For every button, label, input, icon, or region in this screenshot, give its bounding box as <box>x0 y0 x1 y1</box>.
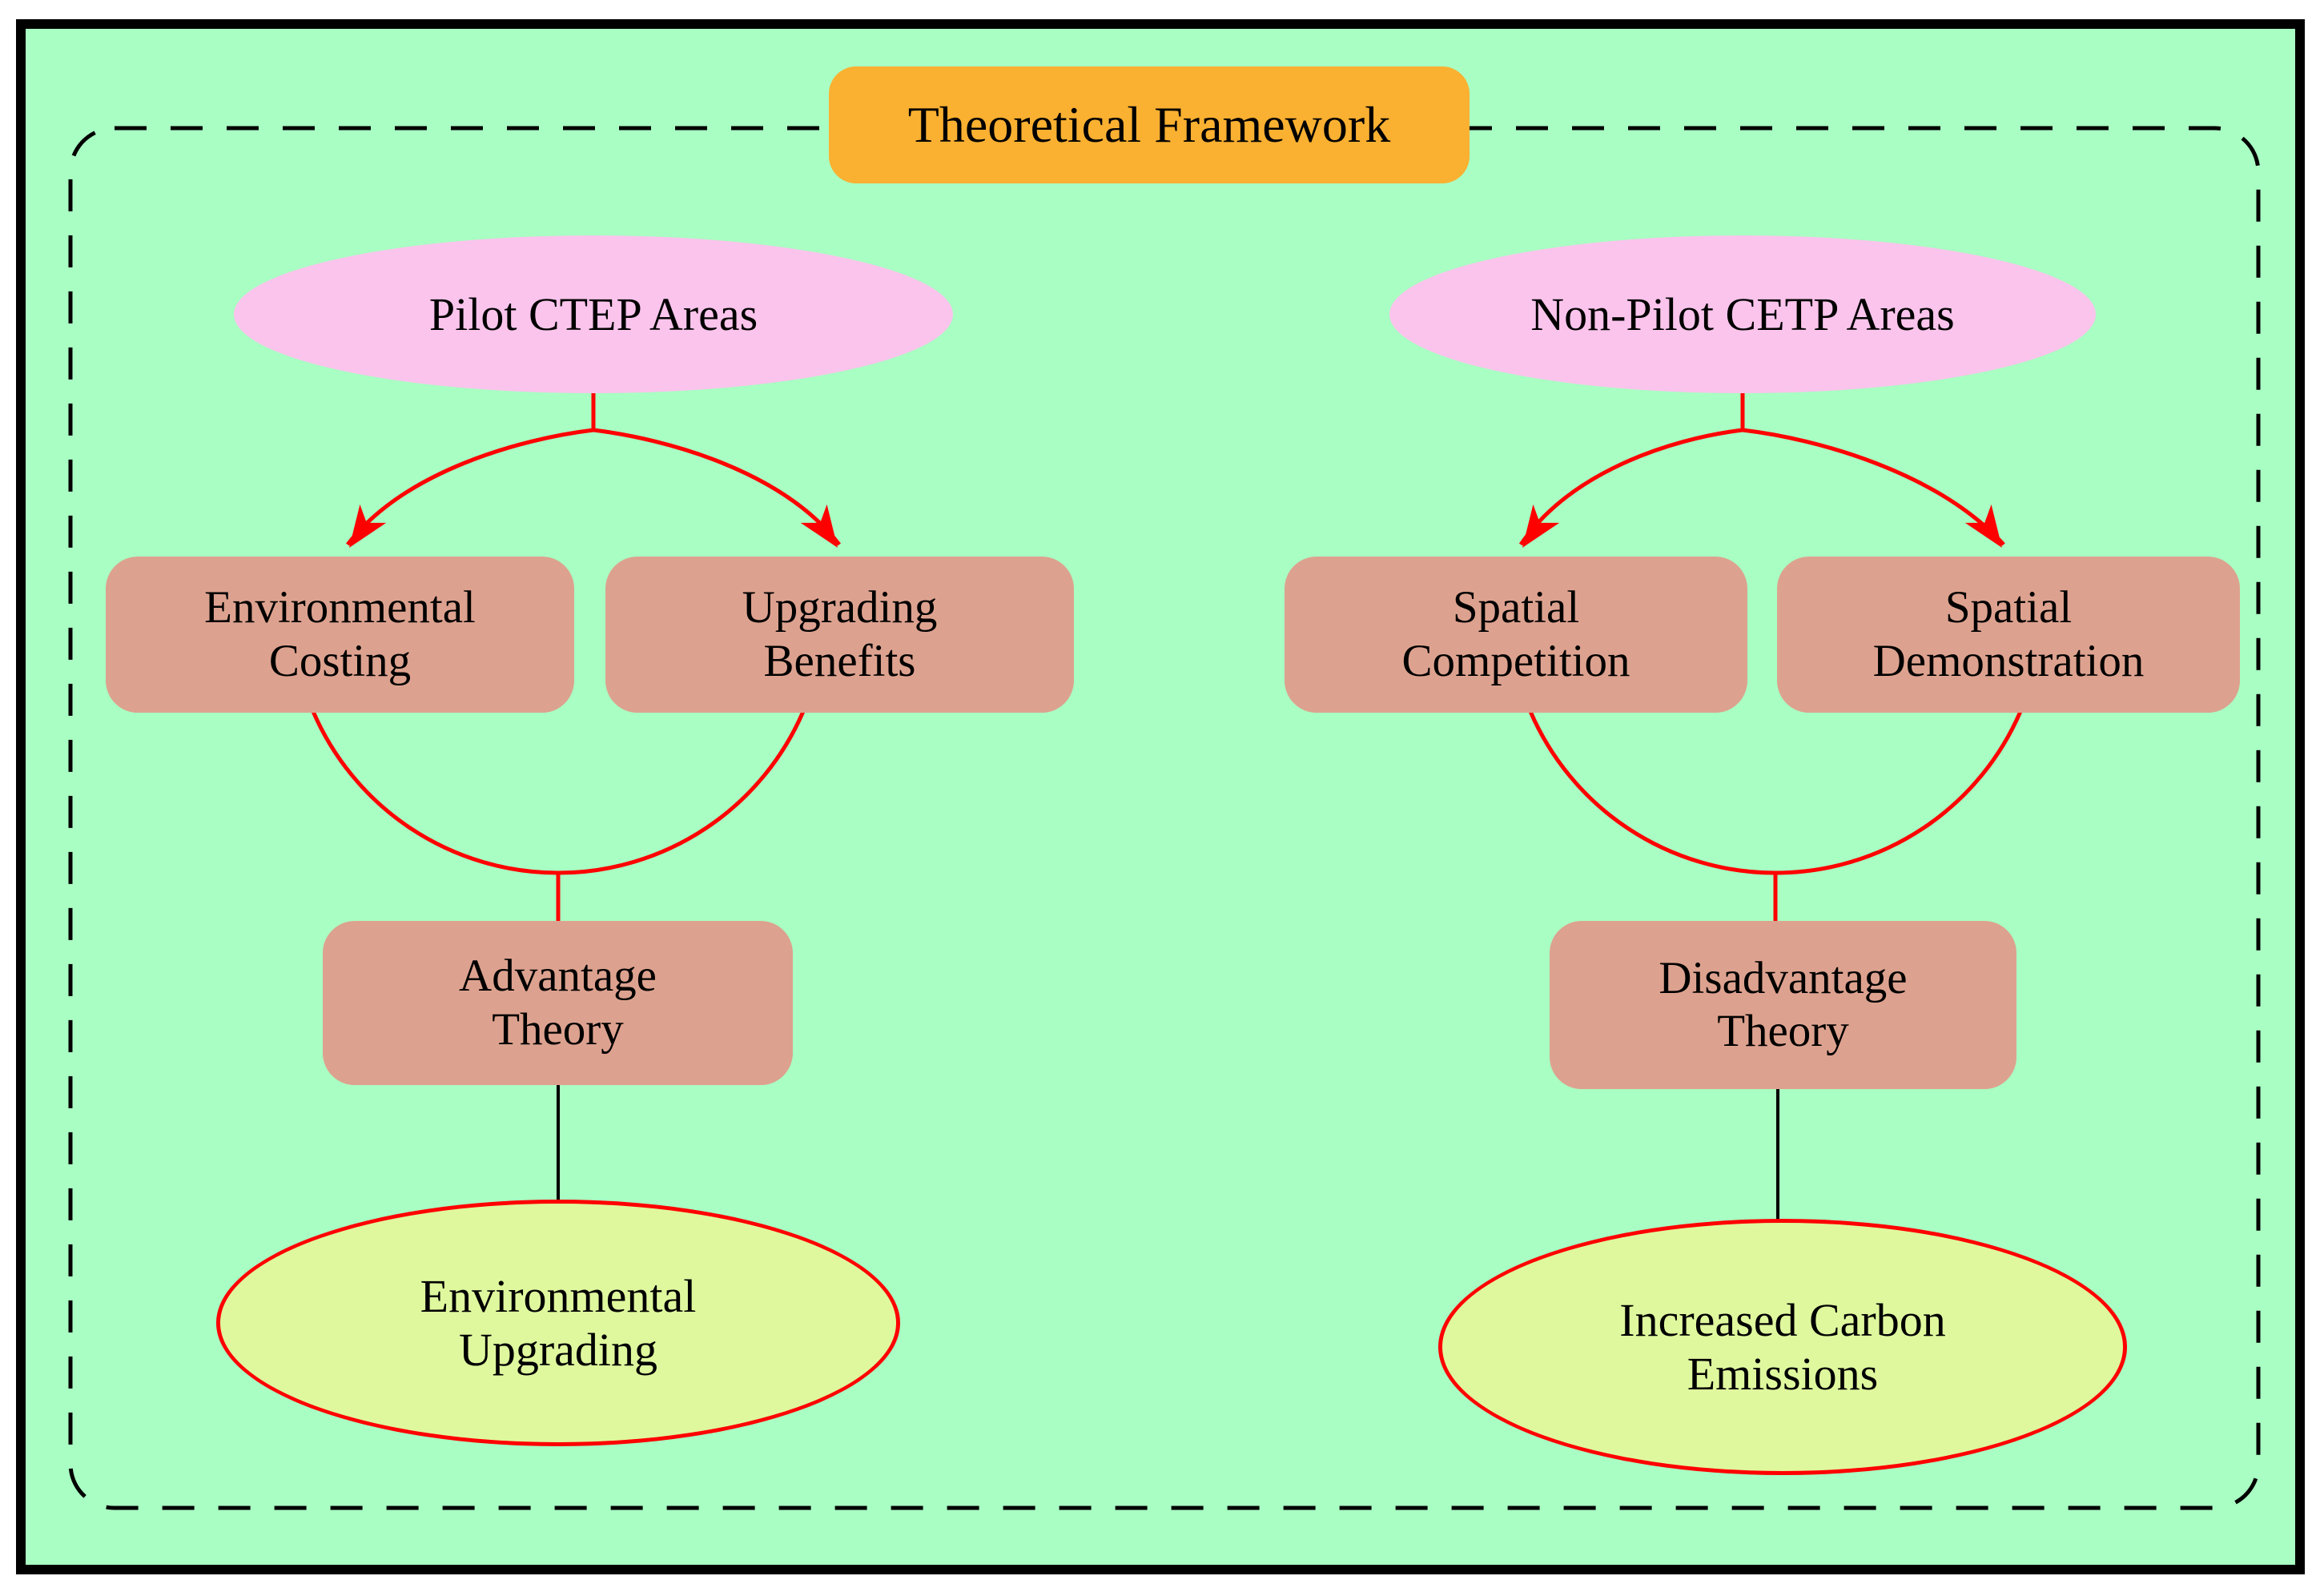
right-arrowhead-right-icon <box>1964 504 2002 548</box>
left-arrowhead-left-icon <box>349 504 387 548</box>
left-split-arc-left <box>346 428 594 546</box>
node-spatial-competition: Spatial Competition <box>1285 557 1747 713</box>
left-split-arc-right <box>593 428 841 546</box>
right-split-arc-left <box>1518 428 1743 546</box>
dashed-frame <box>68 126 2261 1510</box>
node-non-pilot-cetp-areas: Non-Pilot CETP Areas <box>1389 235 2096 393</box>
node-upgrading-benefits: Upgrading Benefits <box>605 557 1074 713</box>
right-arrowhead-left-icon <box>1522 504 1560 548</box>
diagram-title: Theoretical Framework <box>829 66 1470 183</box>
node-environmental-upgrading: Environmental Upgrading <box>216 1200 900 1446</box>
node-pilot-ctep-areas: Pilot CTEP Areas <box>234 235 953 393</box>
right-split-arc-right <box>1742 428 2005 546</box>
left-arrowhead-right-icon <box>800 504 838 548</box>
node-disadvantage-theory: Disadvantage Theory <box>1550 921 2016 1089</box>
node-increased-carbon-emissions: Increased Carbon Emissions <box>1438 1219 2127 1475</box>
node-environmental-costing: Environmental Costing <box>106 557 574 713</box>
node-advantage-theory: Advantage Theory <box>323 921 793 1085</box>
node-spatial-demonstration: Spatial Demonstration <box>1777 557 2240 713</box>
